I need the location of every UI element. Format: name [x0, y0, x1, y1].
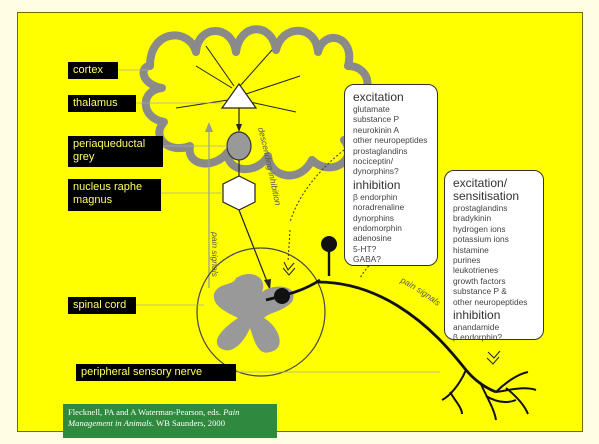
brain-outline — [144, 29, 368, 175]
label-spinal-cord: spinal cord — [68, 297, 136, 314]
list-item: hydrogen ions — [453, 224, 535, 234]
list-item: growth factors — [453, 276, 535, 286]
list-item: substance P — [353, 114, 429, 124]
peripheral-neurochemicals-box: excitation/ sensitisation prostaglandins… — [444, 170, 544, 340]
central-neurochemicals-box: excitation glutamate substance P neuroki… — [344, 84, 438, 266]
citation-prefix: Flecknell, PA and A Waterman-Pearson, ed… — [68, 407, 223, 417]
list-item: histamine — [453, 245, 535, 255]
central-excitation-heading: excitation — [353, 91, 429, 104]
list-item: other neuropeptides — [453, 297, 535, 307]
label-thalamus: thalamus — [68, 95, 136, 112]
label-nucleus-raphe-magnus: nucleus raphe magnus — [68, 179, 161, 211]
list-item: substance P & — [453, 286, 535, 296]
peripheral-excitation-list: prostaglandins bradykinin hydrogen ions … — [453, 203, 535, 307]
label-cortex: cortex — [68, 62, 118, 79]
list-item: leukotrienes — [453, 265, 535, 275]
list-item: glutamate — [353, 104, 429, 114]
list-item: 5-HT? — [353, 244, 429, 254]
list-item: purines — [453, 255, 535, 265]
list-item: adenosine — [353, 233, 429, 243]
citation: Flecknell, PA and A Waterman-Pearson, ed… — [63, 404, 277, 438]
list-item: dynorphins — [353, 213, 429, 223]
peripheral-inhibition-heading: inhibition — [453, 309, 535, 322]
dorsal-root-ganglion — [321, 236, 337, 252]
list-item: prostaglandins — [353, 146, 429, 156]
central-inhibition-list: β endorphin noradrenaline dynorphins end… — [353, 192, 429, 265]
central-excitation-list: glutamate substance P neurokinin A other… — [353, 104, 429, 177]
list-item: neurokinin A — [353, 125, 429, 135]
grey-matter — [214, 274, 294, 353]
nrm-hexagon — [223, 176, 255, 210]
pag-oval — [227, 132, 251, 160]
central-inhibition-heading: inhibition — [353, 179, 429, 192]
peripheral-excitation-heading-2: sensitisation — [453, 190, 535, 203]
list-item: GABA? — [353, 254, 429, 264]
list-item: prostaglandins — [453, 203, 535, 213]
list-item: β endorphin — [353, 192, 429, 202]
list-item: nociceptin/ — [353, 156, 429, 166]
list-item: β endorphin? — [453, 332, 535, 342]
label-periaqueductal-grey: periaqueductal grey — [68, 136, 163, 167]
list-item: anandamide — [453, 322, 535, 332]
list-item: other neuropeptides — [353, 135, 429, 145]
list-item: dynorphins? — [353, 166, 429, 176]
citation-suffix: . WB Saunders, 2000 — [152, 418, 225, 428]
peripheral-inhibition-list: anandamide β endorphin? — [453, 322, 535, 343]
thalamus-triangle — [222, 84, 256, 108]
label-peripheral-sensory-nerve: peripheral sensory nerve — [76, 364, 236, 381]
list-item: noradrenaline — [353, 202, 429, 212]
pain-signals-peripheral-text: pain signals — [398, 274, 443, 308]
list-item: bradykinin — [453, 213, 535, 223]
list-item: potassium ions — [453, 234, 535, 244]
list-item: endomorphin — [353, 223, 429, 233]
